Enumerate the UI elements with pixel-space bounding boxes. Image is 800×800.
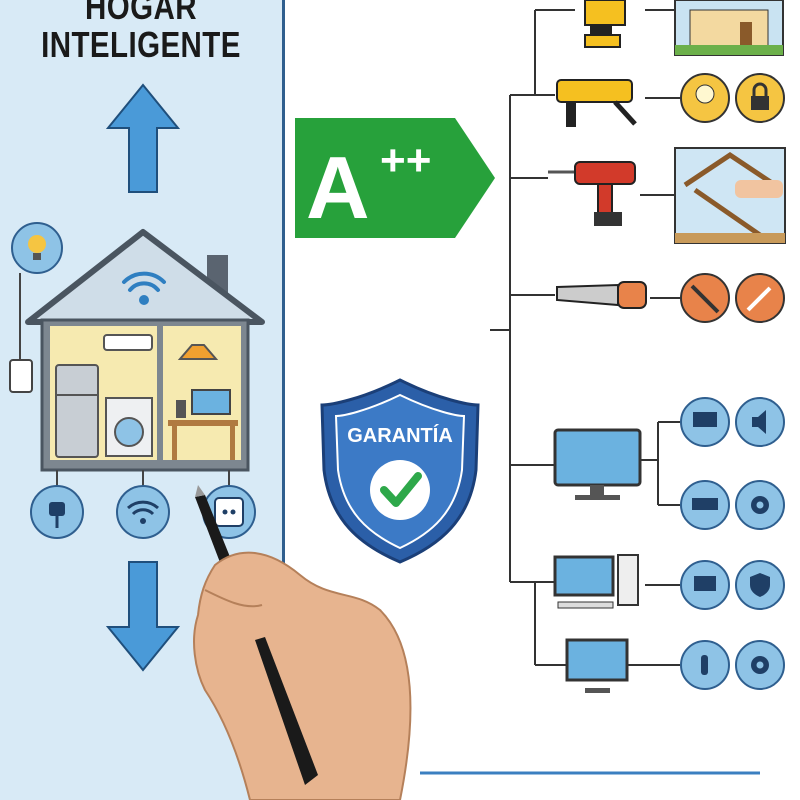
plug-icon	[30, 485, 84, 539]
lightbulb-icon	[680, 73, 730, 123]
air-conditioner-icon	[103, 334, 153, 351]
saw-icon	[680, 273, 730, 323]
house-window-icon	[674, 0, 784, 56]
red-drill-icon	[548, 161, 636, 226]
tv-icon	[191, 389, 231, 415]
title-line-1: HOGAR	[85, 0, 197, 27]
lamp-icon	[177, 344, 219, 360]
hand-saw-icon	[556, 281, 647, 309]
up-arrow-icon	[105, 83, 181, 193]
energy-grade-suffix: ++	[380, 136, 431, 185]
speaker-icon	[176, 400, 186, 418]
house-construction-icon	[674, 147, 786, 244]
lightbulb-icon	[11, 222, 63, 274]
wifi-icon	[122, 271, 166, 305]
warranty-label: GARANTÍA	[347, 424, 453, 447]
connector-lines	[490, 9, 680, 666]
fridge-icon	[55, 364, 99, 458]
energy-label-badge: A ++	[295, 118, 495, 238]
hammer-drill-icon	[556, 79, 637, 127]
monitor-icon	[553, 428, 642, 500]
smart-house-illustration	[25, 229, 265, 486]
title-line-2: INTELIGENTE	[41, 24, 241, 65]
warranty-shield: GARANTÍA	[320, 378, 480, 564]
monitor-icon	[565, 638, 629, 693]
desktop-computer-icon	[553, 554, 639, 609]
hand-with-pen-illustration	[193, 485, 412, 800]
lock-icon	[735, 73, 785, 123]
wrench-icon	[735, 273, 785, 323]
check-icon	[380, 472, 422, 507]
energy-grade: A	[306, 138, 370, 237]
cordless-drill-icon	[584, 0, 626, 48]
down-arrow-icon	[105, 561, 181, 672]
thermostat-icon	[9, 359, 33, 393]
wifi-circle-icon	[116, 485, 170, 539]
